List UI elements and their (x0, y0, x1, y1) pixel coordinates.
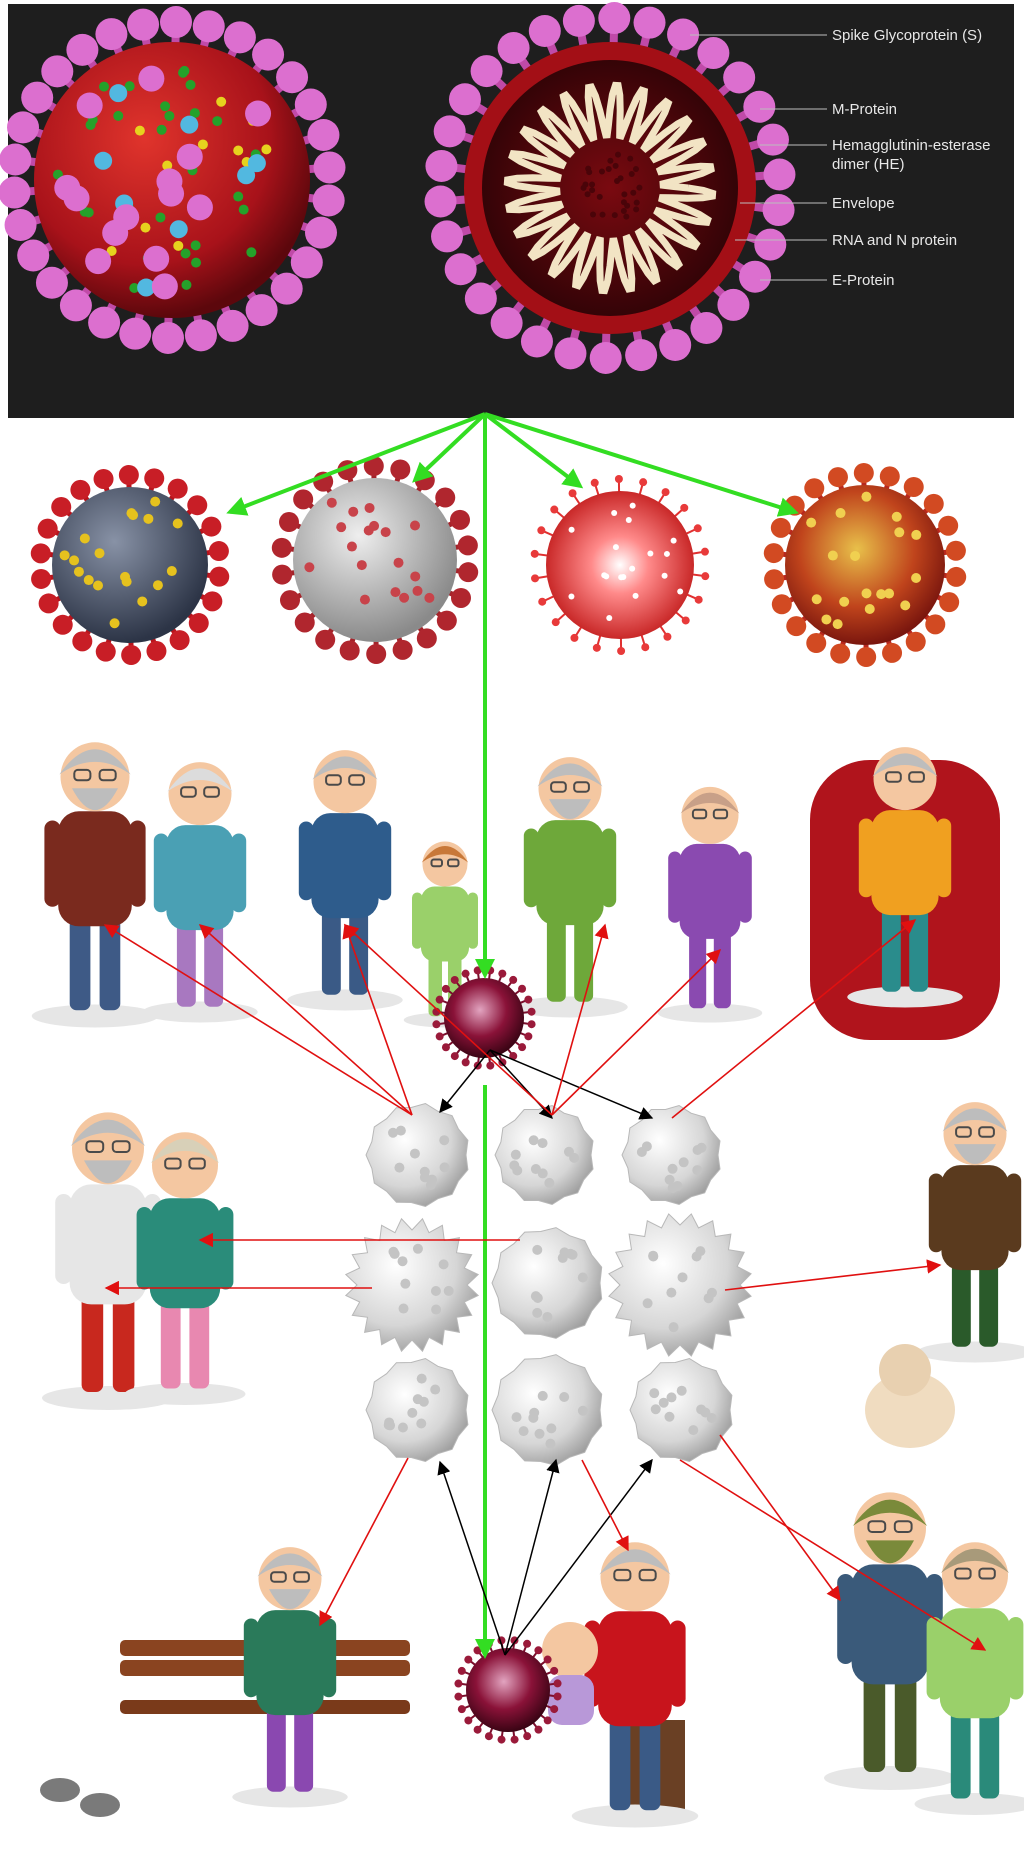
label-spike-glycoprotein: Spike Glycoprotein (S) (832, 27, 982, 44)
elderly-couple-in-summer-clothes-icon (42, 1112, 246, 1410)
label-m-protein: M-Protein (832, 101, 897, 118)
infection-arrow (345, 925, 412, 1115)
infection-arrow (320, 1458, 408, 1625)
lymphocyte-icon (492, 1228, 602, 1339)
lymphocyte-icon (366, 1359, 468, 1462)
coronavirus-grey-icon (272, 456, 478, 664)
cell-link-arrow (490, 1050, 652, 1118)
cell-link-arrow (440, 1462, 505, 1655)
grandmother-holding-baby-icon (542, 1542, 698, 1827)
label-hemagglutinin-esterase: Hemagglutinin-esterase (832, 137, 990, 154)
virus-anatomy-panel: Spike Glycoprotein (S) M-Protein Hemaggl… (0, 2, 1014, 418)
coronavirus-orange-icon (764, 463, 966, 667)
coronavirus-small-icon (432, 966, 535, 1069)
lymphocyte-icon (346, 1219, 478, 1351)
coronavirus-red-glow-icon (531, 475, 710, 655)
lymphocyte-icon (630, 1359, 732, 1462)
elderly-couple-with-camera-icon (824, 1492, 1024, 1815)
infection-arrow (720, 1435, 840, 1600)
label-e-protein: E-Protein (832, 272, 895, 289)
lymphocyte-icon (366, 1104, 468, 1207)
grandmother-with-cake-and-girl-icon (287, 750, 486, 1027)
infection-arrow (725, 1265, 940, 1290)
elderly-joggers-icon (512, 757, 762, 1022)
cell-link-arrow (490, 1050, 552, 1118)
cell-link-arrow (505, 1460, 556, 1655)
infection-arrow (582, 1460, 628, 1550)
lymphocyte-icon (622, 1106, 720, 1205)
lymphocyte-icon (609, 1214, 751, 1356)
grandmother-knitting-in-armchair-icon (810, 747, 1000, 1040)
coronavirus-blue-icon (31, 465, 229, 665)
elderly-couple-with-cane-icon (32, 742, 258, 1027)
old-man-walking-dog-icon (865, 1102, 1024, 1448)
label-envelope: Envelope (832, 195, 895, 212)
lymphocyte-icon (492, 1355, 602, 1466)
lymphocyte-icon (495, 1106, 593, 1205)
label-rna-and-n-protein: RNA and N protein (832, 232, 957, 249)
label-he-dimer: dimer (HE) (832, 156, 905, 173)
spread-arrow (485, 414, 580, 486)
infection-arrow (680, 1460, 985, 1650)
old-man-on-park-bench-icon (40, 1547, 410, 1817)
spread-arrow (415, 414, 485, 480)
